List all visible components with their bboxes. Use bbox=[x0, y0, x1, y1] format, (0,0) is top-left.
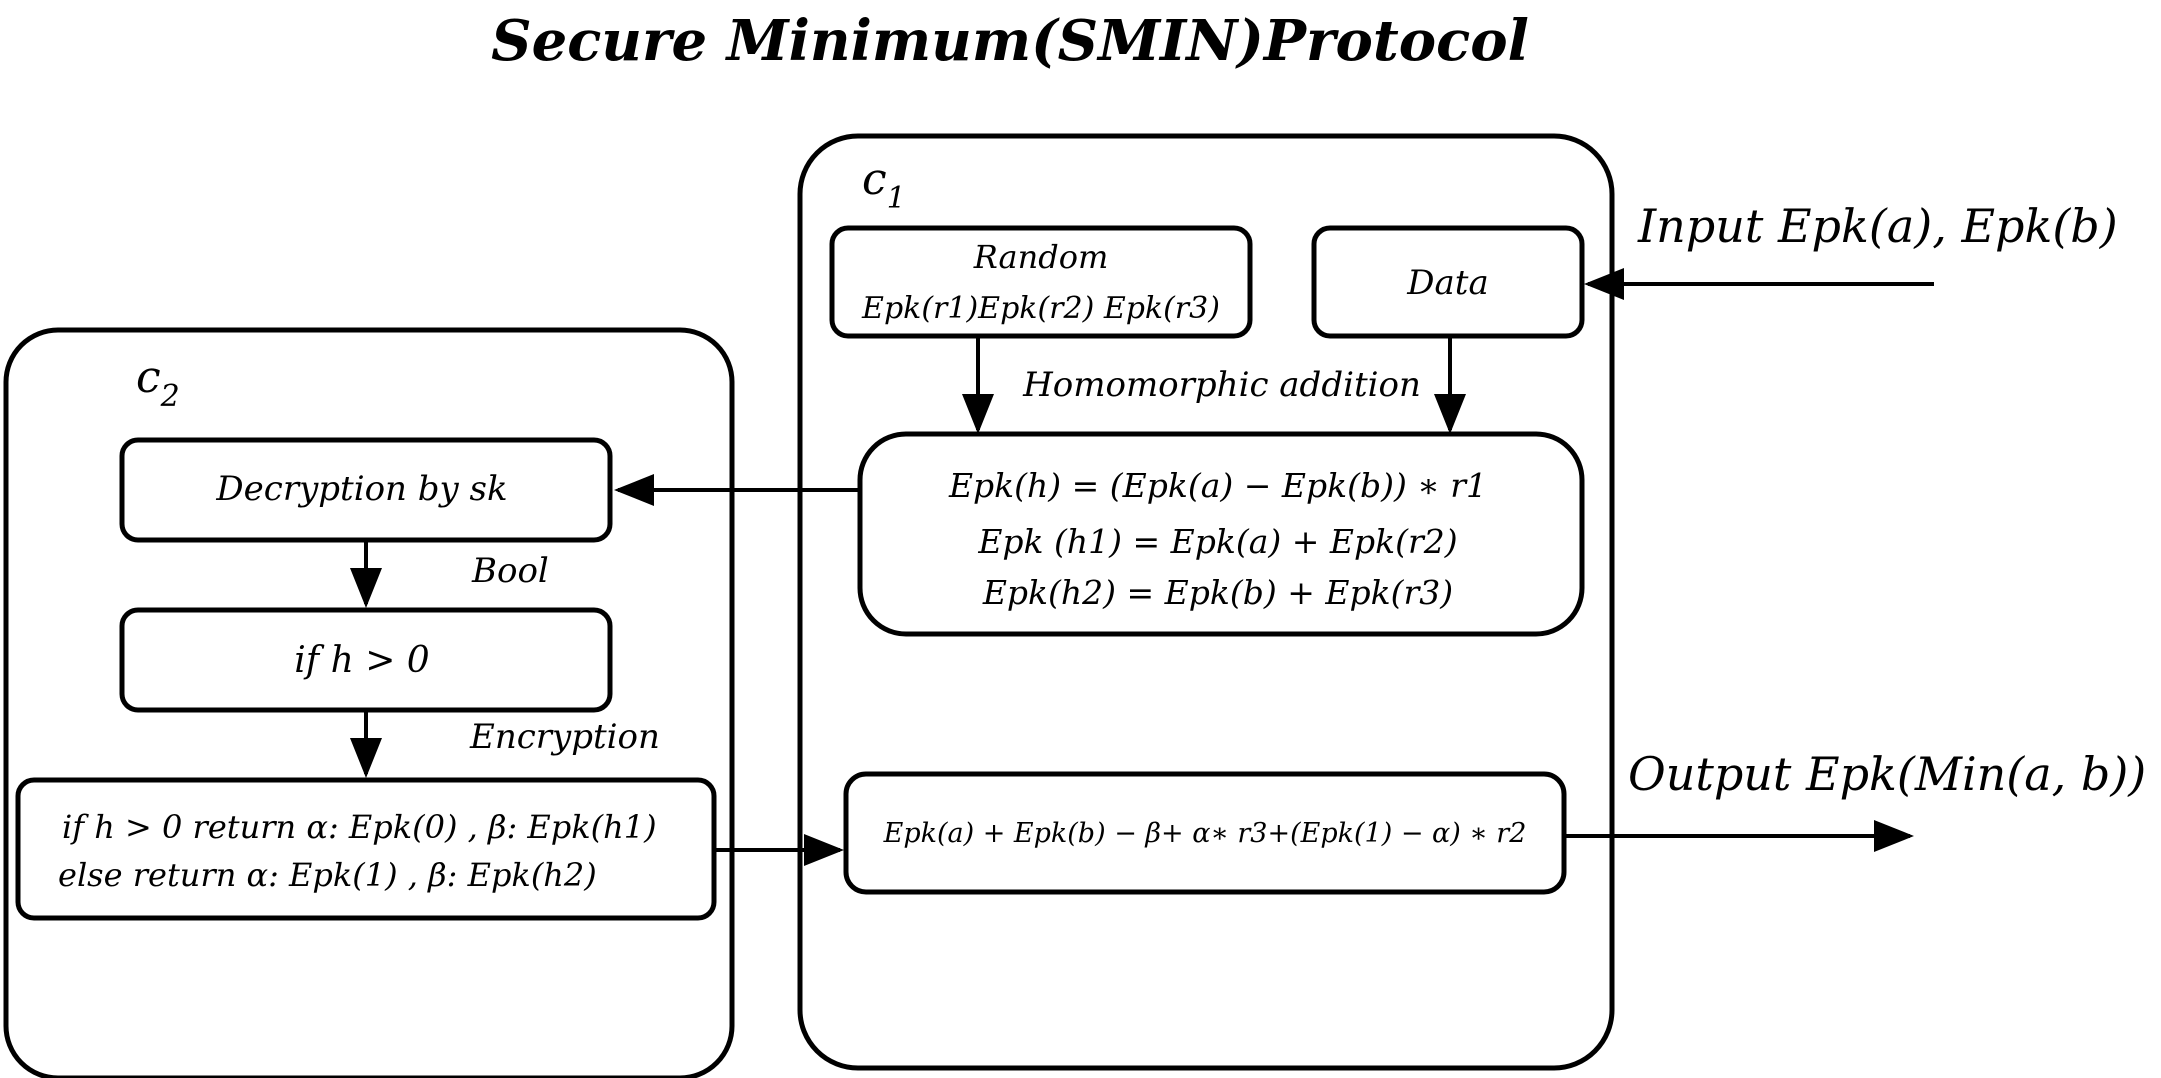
input-label: Input Epk(a), Epk(b) bbox=[1637, 199, 2118, 253]
return-line-1: if h > 0 return α: Epk(0) , β: Epk(h1) bbox=[62, 808, 657, 846]
compute-line-2: Epk (h1) = Epk(a) + Epk(r2) bbox=[977, 522, 1457, 561]
data-box bbox=[1311, 225, 1585, 339]
homomorphic-addition-label: Homomorphic addition bbox=[1022, 365, 1421, 405]
if-label: if h > 0 bbox=[294, 640, 429, 681]
output-formula-box bbox=[843, 771, 1567, 895]
bool-label: Bool bbox=[471, 551, 549, 591]
c1-label: c1 bbox=[862, 154, 906, 216]
compute-line-3: Epk(h2) = Epk(b) + Epk(r3) bbox=[982, 573, 1453, 612]
random-box bbox=[829, 225, 1253, 339]
compute-line-1: Epk(h) = (Epk(a) − Epk(b)) ∗ r1 bbox=[948, 466, 1487, 505]
page-title: Secure Minimum(SMIN)Protocol bbox=[491, 8, 1529, 74]
return-box bbox=[15, 777, 717, 921]
random-values: Epk(r1)Epk(r2) Epk(r3) bbox=[861, 291, 1220, 326]
if-box bbox=[119, 607, 613, 713]
decryption-box bbox=[119, 437, 613, 543]
compute-box bbox=[857, 431, 1585, 637]
c2-label: c2 bbox=[136, 352, 180, 414]
return-line-2: else return α: Epk(1) , β: Epk(h2) bbox=[58, 856, 597, 894]
output-label: Output Epk(Min(a, b)) bbox=[1628, 747, 2146, 801]
encryption-label: Encryption bbox=[469, 717, 660, 757]
decryption-label: Decryption by sk bbox=[215, 469, 507, 509]
data-label: Data bbox=[1406, 263, 1488, 303]
output-formula: Epk(a) + Epk(b) − β+ α∗ r3+(Epk(1) − α) … bbox=[883, 818, 1527, 849]
random-label: Random bbox=[973, 238, 1109, 276]
